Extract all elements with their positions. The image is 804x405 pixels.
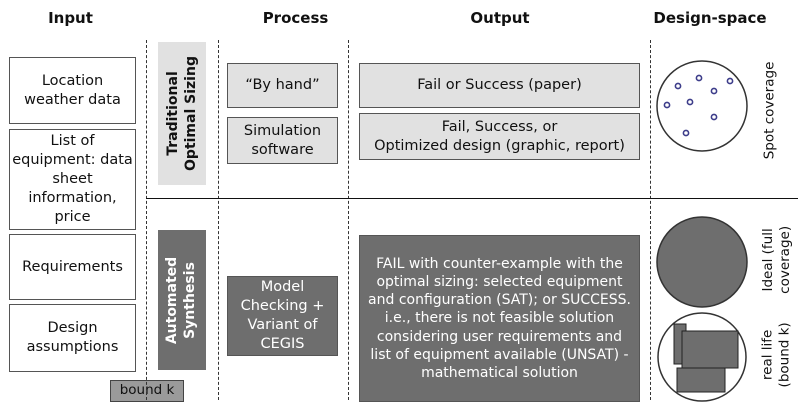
coverage-dot	[663, 101, 671, 109]
separator-process	[218, 40, 219, 400]
ideal-label-line2: coverage)	[777, 226, 794, 294]
process-simulation-line2: software	[251, 141, 314, 158]
header-process: Process	[262, 9, 329, 27]
coverage-dot	[686, 98, 694, 106]
separator-input	[146, 40, 147, 400]
spot-coverage-label-wrap: Spot coverage	[755, 55, 785, 165]
coverage-rect	[681, 330, 739, 369]
traditional-band-line2: Optimal Sizing	[182, 56, 199, 171]
ideal-label-line1: Ideal (full	[760, 228, 777, 292]
traditional-band-line1: Traditional	[164, 71, 181, 156]
process-model-line3: Variant of	[247, 317, 318, 333]
automated-band-line2: Synthesis	[182, 261, 199, 339]
bound-k-box: bound k	[110, 380, 184, 402]
header-input: Input	[48, 9, 93, 27]
automated-band: Automated Synthesis	[158, 230, 206, 370]
header-output: Output	[470, 9, 530, 27]
coverage-dot	[726, 77, 734, 85]
traditional-band: Traditional Optimal Sizing	[158, 42, 206, 185]
input-equipment-label: List of equipment: data sheet informatio…	[12, 133, 133, 225]
output-report-line1: Fail, Success, or	[441, 118, 558, 135]
spot-coverage-label: Spot coverage	[761, 61, 778, 159]
process-simulation-software: Simulation software	[227, 117, 338, 164]
real-life-label-line2: (bound k)	[777, 322, 793, 388]
real-life-label-line1: real life	[760, 329, 777, 381]
process-model-checking: Model Checking + Variant of CEGIS	[227, 276, 338, 356]
ideal-coverage-circle	[656, 216, 748, 308]
coverage-dot	[682, 129, 690, 137]
process-by-hand: “By hand”	[227, 63, 338, 108]
input-requirements: Requirements	[9, 234, 136, 300]
output-report-line2: Optimized design (graphic, report)	[374, 137, 625, 154]
ideal-label-wrap: Ideal (full coverage)	[755, 205, 799, 315]
coverage-dot	[695, 74, 703, 82]
coverage-dot	[674, 82, 682, 90]
automated-band-line1: Automated	[164, 256, 181, 344]
process-model-line4: CEGIS	[260, 335, 305, 352]
output-automated-result: FAIL with counter-example with the optim…	[359, 235, 640, 402]
coverage-dot	[710, 87, 718, 95]
real-life-coverage-circle	[657, 312, 747, 402]
input-requirements-label: Requirements	[22, 258, 123, 275]
input-equipment-list: List of equipment: data sheet informatio…	[9, 129, 136, 230]
output-paper-label: Fail or Success (paper)	[417, 77, 582, 94]
process-model-line1: Model	[260, 279, 305, 296]
header-design-space: Design-space	[653, 9, 767, 27]
process-by-hand-label: “By hand”	[245, 77, 320, 94]
output-report: Fail, Success, or Optimized design (grap…	[359, 113, 640, 160]
coverage-dot	[710, 113, 718, 121]
output-automated-text: FAIL with counter-example with the optim…	[368, 255, 631, 381]
coverage-rect	[676, 367, 726, 393]
process-model-line2: Checking +	[240, 298, 325, 315]
section-divider	[146, 198, 798, 199]
separator-output	[348, 40, 349, 400]
input-location-label: Location weather data	[24, 72, 121, 108]
spot-coverage-circle	[656, 60, 748, 152]
separator-design	[650, 40, 651, 400]
output-paper: Fail or Success (paper)	[359, 63, 640, 108]
process-simulation-line1: Simulation	[243, 122, 322, 139]
input-design-assumptions: Design assumptions	[9, 304, 136, 372]
input-location-weather: Location weather data	[9, 57, 136, 124]
input-assumptions-label: Design assumptions	[26, 320, 119, 355]
bound-k-label: bound k	[119, 382, 175, 399]
real-life-label-wrap: real life (bound k)	[755, 305, 799, 405]
